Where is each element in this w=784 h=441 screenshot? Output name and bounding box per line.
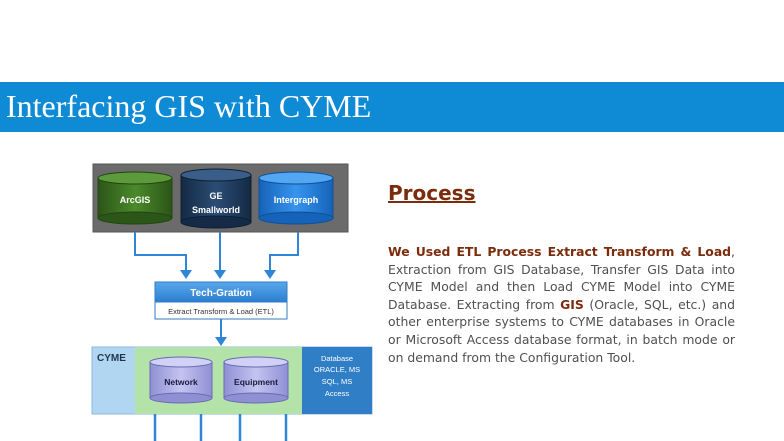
source-arrowheads [180, 270, 276, 279]
page-title: Interfacing GIS with CYME [6, 88, 372, 124]
process-text-2: (Oracle, SQL, etc.) and other enterprise… [388, 296, 736, 365]
output-arrows [153, 414, 288, 441]
database-line-2: ORACLE, MS [314, 365, 360, 374]
intergraph-cylinder [258, 171, 334, 225]
network-cylinder [149, 356, 213, 404]
network-label: Network [164, 377, 198, 387]
process-text-1: , Extraction from GIS Database, Transfer… [388, 244, 735, 312]
database-panel [302, 347, 372, 414]
database-line-3: SQL, MS [322, 377, 352, 386]
intergraph-label: Intergraph [274, 195, 319, 205]
cyme-label: CYME [97, 353, 126, 364]
etl-title: Tech-Gration [190, 288, 251, 299]
process-heading: Process [388, 181, 476, 205]
smallworld-cylinder [180, 168, 252, 229]
process-description: We Used ETL Process Extract Transform & … [388, 243, 735, 366]
etl-box [154, 281, 288, 320]
equipment-label: Equipment [234, 377, 278, 387]
ge-label: GE [209, 191, 222, 201]
gis-emphasis: GIS [560, 296, 584, 312]
process-lead: We Used ETL Process Extract Transform & … [388, 244, 732, 259]
database-line-1: Database [321, 354, 353, 363]
arcgis-cylinder [97, 171, 173, 225]
smallworld-label: Smallworld [192, 205, 240, 215]
etl-arrowhead [215, 337, 227, 346]
etl-subtitle: Extract Transform & Load (ETL) [168, 307, 274, 316]
equipment-cylinder [223, 356, 289, 404]
database-line-4: Access [325, 389, 349, 398]
title-bar: Interfacing GIS with CYME [0, 82, 784, 132]
arcgis-label: ArcGIS [120, 195, 151, 205]
source-arrows [134, 232, 299, 272]
